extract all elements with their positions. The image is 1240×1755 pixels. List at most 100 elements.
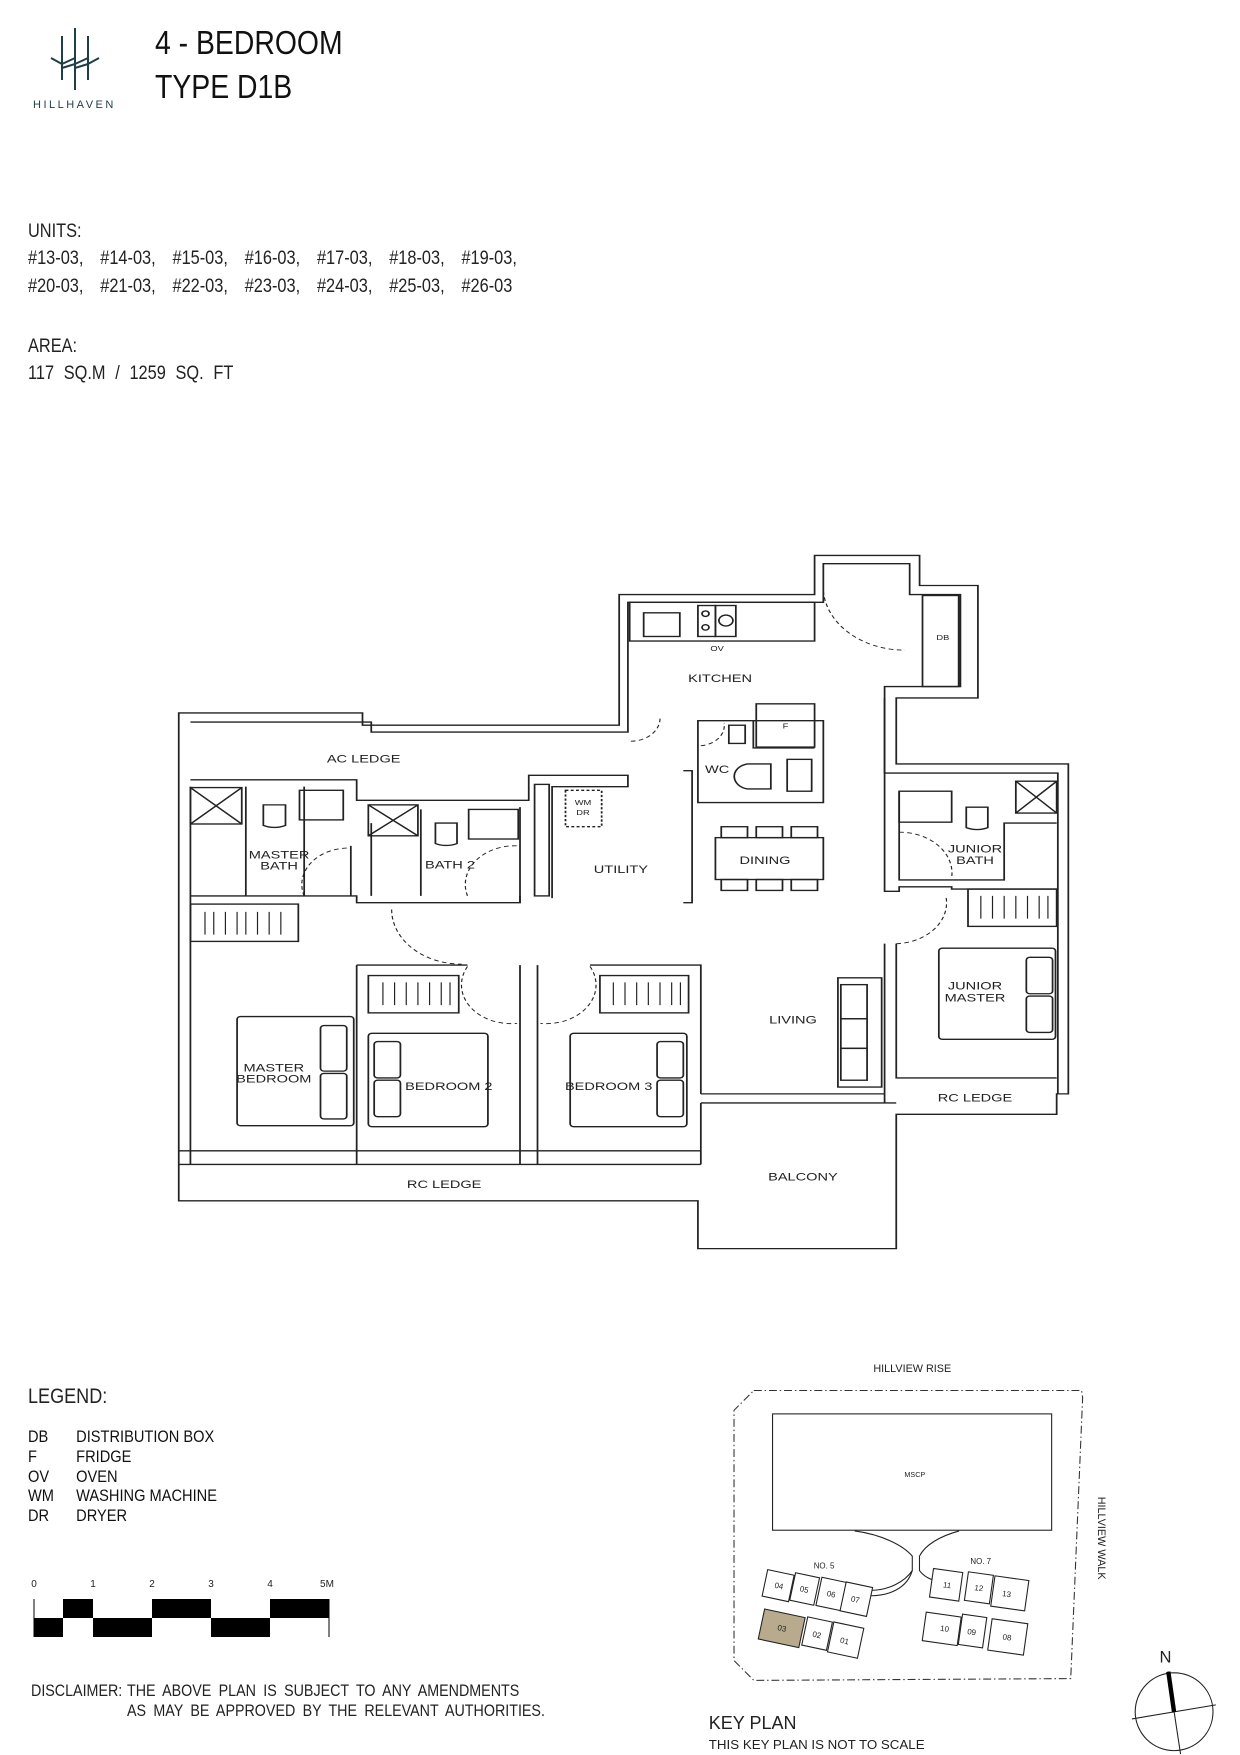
scale-tick-label: 3: [208, 1579, 214, 1590]
svg-text:05: 05: [799, 1584, 810, 1595]
room-label-dining: DINING: [740, 854, 791, 867]
disclaimer-label: DISCLAIMER:: [31, 1681, 123, 1700]
room-label-rc-ledge: RC LEDGE: [938, 1091, 1013, 1104]
unit-number: #15-03,: [172, 248, 228, 269]
room-label-master-bedroom: MASTER: [243, 1061, 304, 1074]
area-value: 117 SQ.M / 1259 SQ. FT: [28, 363, 234, 384]
room-label-master-bath: MASTER: [249, 848, 310, 861]
unit-number: #23-03,: [244, 276, 301, 297]
unit-block: 06: [815, 1576, 848, 1612]
unit-block: 07: [839, 1581, 874, 1618]
fixture-label-f: F: [783, 721, 789, 730]
block-label-7: NO. 7: [970, 1557, 991, 1566]
svg-text:04: 04: [774, 1581, 785, 1592]
unit-number: #26-03: [461, 276, 513, 297]
svg-text:03: 03: [777, 1623, 788, 1634]
logo-mark-icon: [50, 28, 100, 90]
unit-block: 08: [987, 1618, 1029, 1656]
room-label-utility: UTILITY: [594, 863, 649, 876]
units-row-1: #13-03,#14-03,#15-03,#16-03,#17-03,#18-0…: [28, 248, 534, 270]
scale-tick-label: 5M: [320, 1579, 334, 1590]
room-label-bath-2: BATH 2: [425, 858, 475, 871]
inner-wall: [190, 562, 1059, 1094]
unit-number: #22-03,: [172, 276, 228, 297]
svg-text:13: 13: [1002, 1589, 1013, 1599]
room-label-bedroom-3: BEDROOM 3: [565, 1080, 652, 1093]
fixture-label-db: DB: [936, 633, 949, 642]
legend-abbr: F: [28, 1447, 37, 1466]
unit-block: 10: [921, 1611, 962, 1647]
legend-abbr: DB: [28, 1427, 49, 1446]
scale-tick-label: 0: [31, 1579, 37, 1590]
unit-number: #25-03,: [389, 276, 445, 297]
area-label: AREA:: [28, 336, 78, 357]
room-label-wc: WC: [705, 763, 729, 776]
road-label-top: HILLVIEW RISE: [873, 1363, 951, 1375]
hillhaven-logo: HILLHAVEN: [31, 28, 121, 118]
scale-tick-label: 4: [267, 1579, 273, 1590]
north-label: N: [1159, 1647, 1171, 1666]
svg-text:12: 12: [974, 1583, 984, 1593]
unit-number: #13-03,: [28, 248, 84, 269]
fixture-label-dr: DR: [576, 808, 589, 817]
legend-desc: DRYER: [76, 1506, 128, 1525]
room-label-bedroom-2: BEDROOM 2: [405, 1080, 492, 1093]
legend-item: OV OVEN: [28, 1467, 118, 1487]
floor-plan: KITCHEN AC LEDGE MASTER BATH BATH 2 UTIL…: [177, 554, 1070, 1250]
room-label-ac-ledge: AC LEDGE: [327, 752, 401, 765]
unit-number: #14-03,: [100, 248, 156, 269]
unit-number: #20-03,: [28, 276, 84, 297]
mscp-label: MSCP: [904, 1470, 925, 1479]
room-label-junior-bath: JUNIOR: [948, 842, 1002, 855]
units-label: UNITS:: [28, 221, 82, 242]
legend-abbr: WM: [28, 1486, 54, 1505]
legend-item: DR DRYER: [28, 1506, 127, 1526]
svg-text:06: 06: [826, 1589, 837, 1600]
unit-block: 04: [761, 1569, 795, 1603]
page-title: 4 - BEDROOM: [155, 24, 343, 61]
legend-abbr: DR: [28, 1506, 50, 1525]
north-compass-icon: N: [1131, 1647, 1216, 1755]
legend-desc: FRIDGE: [76, 1447, 132, 1466]
room-label-junior-master: MASTER: [945, 991, 1006, 1004]
scale-bar: 0 1 2 3 4 5M: [31, 1579, 334, 1637]
logo-wordmark: HILLHAVEN: [33, 99, 116, 111]
room-label-junior-master: JUNIOR: [948, 979, 1002, 992]
svg-text:11: 11: [942, 1580, 952, 1590]
legend-desc: DISTRIBUTION BOX: [76, 1427, 215, 1446]
room-label-rc-ledge: RC LEDGE: [407, 1178, 482, 1191]
room-label-balcony: BALCONY: [768, 1170, 838, 1183]
svg-text:10: 10: [940, 1624, 951, 1634]
unit-block: 13: [990, 1575, 1030, 1612]
svg-text:07: 07: [850, 1594, 860, 1605]
unit-block: 09: [957, 1613, 988, 1649]
unit-block: 05: [789, 1572, 821, 1606]
legend-desc: OVEN: [76, 1467, 118, 1486]
page-subtitle: TYPE D1B: [155, 68, 293, 105]
disclaimer-line-1: THE ABOVE PLAN IS SUBJECT TO ANY AMENDME…: [127, 1681, 520, 1700]
fixture-label-ov: OV: [710, 644, 724, 653]
unit-number: #21-03,: [100, 276, 156, 297]
svg-text:02: 02: [812, 1630, 822, 1641]
svg-text:01: 01: [839, 1636, 850, 1647]
key-plan: HILLVIEW RISE HILLVIEW WALK MSCP NO. 5 N…: [709, 1363, 1216, 1755]
mscp-building: [772, 1413, 1053, 1531]
site-boundary: [733, 1389, 1084, 1681]
scale-tick-label: 2: [149, 1579, 155, 1590]
unit-number: #19-03,: [461, 248, 517, 269]
unit-number: #16-03,: [244, 248, 301, 269]
legend-item: F FRIDGE: [28, 1447, 131, 1467]
room-label-master-bedroom: BEDROOM: [236, 1072, 311, 1085]
unit-block: 02: [801, 1616, 834, 1651]
legend-item: DB DISTRIBUTION BOX: [28, 1427, 214, 1447]
unit-block: 11: [928, 1567, 964, 1602]
legend-abbr: OV: [28, 1467, 50, 1486]
disclaimer-line-2: AS MAY BE APPROVED BY THE RELEVANT AUTHO…: [127, 1701, 545, 1720]
unit-number: #17-03,: [316, 248, 373, 269]
driveway: [854, 1530, 960, 1597]
block-label-5: NO. 5: [814, 1562, 835, 1571]
room-label-master-bath: BATH: [260, 859, 298, 872]
unit-block-highlighted: 03: [757, 1608, 806, 1649]
key-plan-note: THIS KEY PLAN IS NOT TO SCALE: [709, 1737, 925, 1752]
